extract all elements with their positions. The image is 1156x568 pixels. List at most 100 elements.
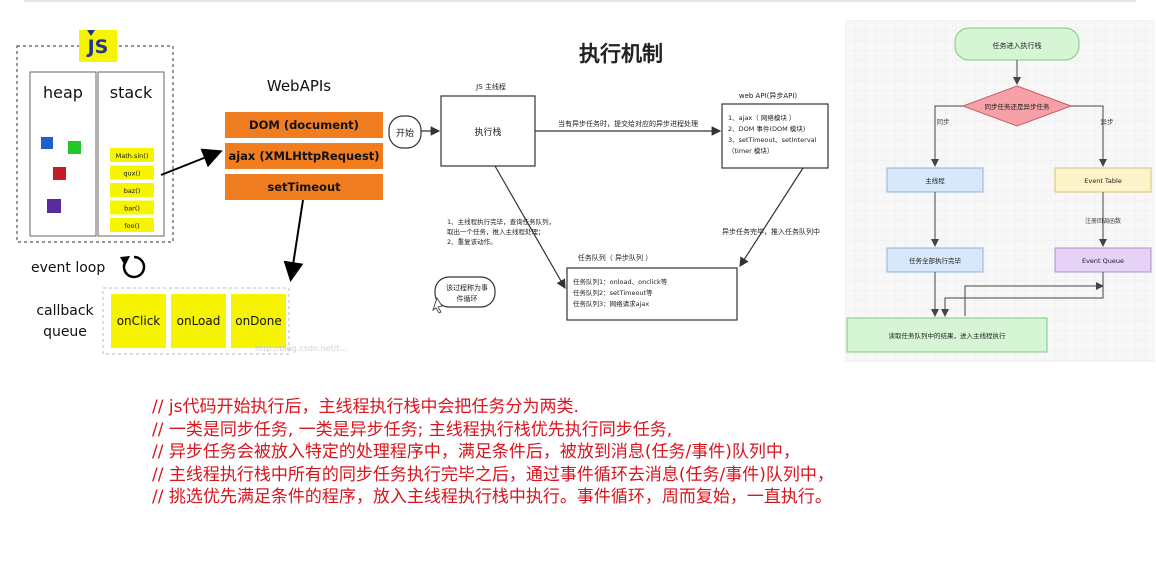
async-done-note: 异步任务完毕，推入任务队列中 xyxy=(722,227,820,236)
webapi-box xyxy=(225,174,383,200)
callback-label: onClick xyxy=(117,314,161,328)
flow-sync-label: 同步 xyxy=(937,118,951,126)
queue-item: 任务队列2：setTimeout等 xyxy=(573,288,653,297)
flow-main-thread-label: 主线程 xyxy=(925,176,945,185)
heap-object-green xyxy=(68,141,81,154)
start-label: 开始 xyxy=(396,127,414,139)
flow-all-done-label: 任务全部执行完毕 xyxy=(909,256,962,265)
execution-mechanism-diagram: 执行机制 开始 JS 主线程 执行栈 当有异步任务时，提交给对应的异步进程处理 … xyxy=(385,20,845,362)
main-done-line: 取出一个任务，推入主线程处理； xyxy=(447,227,545,236)
flow-read-label: 读取任务队列中的结果，进入主线程执行 xyxy=(889,331,1007,340)
callback-label: onDone xyxy=(235,314,282,328)
stack-frame-label: foo() xyxy=(124,222,139,230)
webapi-box xyxy=(225,143,383,169)
flow-event-table-label: Event Table xyxy=(1084,177,1122,185)
webapi-item: 2、DOM 事件(DOM 模块) xyxy=(728,124,805,133)
loop-bubble-line1: 该过程称为事 xyxy=(446,283,488,292)
task-queue-box xyxy=(566,267,738,321)
flow-decision-node xyxy=(961,85,1073,127)
webapi-item: （timer 模块） xyxy=(728,146,773,155)
exec-to-queue-arrow xyxy=(494,165,566,290)
stack-label: stack xyxy=(110,83,153,102)
webapi-label: setTimeout xyxy=(267,180,341,194)
js-badge-text: JS xyxy=(86,36,109,58)
stack-frame-label: bar() xyxy=(124,205,140,213)
flow-read-node xyxy=(846,317,1048,353)
stack-to-webapis-arrow xyxy=(160,148,223,176)
flow-sync-branch xyxy=(931,105,963,167)
stack-frame-label: baz() xyxy=(124,187,141,195)
webapi-label: DOM (document) xyxy=(249,118,359,132)
main-thread-label: JS 主线程 xyxy=(475,82,506,91)
flow-main-thread-node xyxy=(886,167,984,193)
js-runtime-diagram: JS heap stack Math.sin() qux() baz() bar() f… xyxy=(3,20,385,362)
webapi-box xyxy=(225,112,383,138)
heap-box xyxy=(29,71,97,237)
webapis-title: WebAPIs xyxy=(267,77,331,95)
webapi-label: ajax (XMLHttpRequest) xyxy=(228,149,379,163)
note-line-5: // 挑选优先满足条件的程序，放入主线程执行栈中执行。事件循环，周而复始，一直执… xyxy=(152,487,832,507)
main-done-line: 1、主线程执行完毕，查询任务队列， xyxy=(447,217,555,226)
callback-box xyxy=(171,294,226,348)
heap-label: heap xyxy=(43,83,83,102)
top-divider xyxy=(24,0,1136,2)
stack-frames: Math.sin() qux() baz() bar() foo() xyxy=(110,148,154,232)
js-runtime-svg: JS heap stack Math.sin() qux() baz() bar() f… xyxy=(16,30,383,355)
start-node xyxy=(388,115,422,149)
event-loop-label: event loop xyxy=(31,260,105,276)
webapi-boxes: DOM (document) ajax (XMLHttpRequest) setTi… xyxy=(225,112,383,200)
cursor-icon xyxy=(432,297,443,314)
flow-start-label: 任务进入执行栈 xyxy=(993,41,1042,50)
heap-object-red xyxy=(53,167,66,180)
webapi-to-queue-arrow xyxy=(739,167,804,268)
webapi-title: web API(异步API) xyxy=(739,92,798,100)
flow-loop-back xyxy=(964,282,1104,316)
event-loop-bubble xyxy=(434,276,496,308)
flowchart-svg: 任务进入执行栈 同步任务还是异步任务 同步 异步 主线程 Event Table… xyxy=(845,20,1155,362)
async-note: 当有异步任务时，提交给对应的异步进程处理 xyxy=(558,119,698,128)
js-logo-crown xyxy=(87,30,95,36)
main-done-line: 2、重复该动作。 xyxy=(447,237,497,246)
queue-item: 任务队列1：onload、onclick等 xyxy=(573,277,668,286)
stack-frame xyxy=(110,183,154,197)
callback-queue-frame xyxy=(102,287,290,355)
event-loop-flowchart: 任务进入执行栈 同步任务还是异步任务 同步 异步 主线程 Event Table… xyxy=(845,20,1155,362)
exec-stack-box xyxy=(440,95,536,167)
webapi-items: 1、ajax（ 网络模块 ） 2、DOM 事件(DOM 模块) 3、setTimeo… xyxy=(728,113,817,155)
execution-mechanism-svg: 执行机制 开始 JS 主线程 执行栈 当有异步任务时，提交给对应的异步进程处理 … xyxy=(388,42,829,321)
webapis-to-queue-arrow xyxy=(283,199,304,282)
webapi-box xyxy=(721,103,829,169)
heap-object-purple xyxy=(47,199,61,213)
note-line-2: // 一类是同步任务, 一类是异步任务; 主线程执行栈优先执行同步任务, xyxy=(152,419,673,440)
js-logo-icon xyxy=(79,30,117,62)
note-line-4: // 主线程执行栈中所有的同步任务执行完毕之后，通过事件循环去消息(任务/事件)… xyxy=(152,464,834,485)
stack-frame xyxy=(110,165,154,180)
queue-items: 任务队列1：onload、onclick等任务队列2：setTimeout等任务… xyxy=(573,277,668,308)
mechanism-title: 执行机制 xyxy=(579,42,663,66)
explanation-notes: // js代码开始执行后，主线程执行栈中会把任务分为两类. // 一类是同步任务… xyxy=(152,396,1112,509)
callback-label: callback xyxy=(36,303,94,319)
flow-event-queue-node xyxy=(1054,247,1152,273)
stack-frame-label: qux() xyxy=(123,170,140,178)
heap-object-blue xyxy=(41,137,53,149)
queue-title: 任务队列（ 异步队列 ） xyxy=(578,253,652,262)
callback-box xyxy=(231,294,286,348)
loop-bubble-line2: 件循环 xyxy=(457,294,478,303)
queue-label: queue xyxy=(43,324,87,340)
flow-register-label: 注册回调函数 xyxy=(1085,217,1121,225)
webapi-item: 1、ajax（ 网络模块 ） xyxy=(728,113,795,122)
event-loop-icon xyxy=(120,255,146,279)
flow-event-table-node xyxy=(1054,167,1152,193)
exec-stack-label: 执行栈 xyxy=(474,126,501,138)
flow-event-queue-label: Event Queue xyxy=(1082,257,1124,265)
queue-item: 任务队列3：网络请求ajax xyxy=(573,299,649,308)
flow-async-label: 异步 xyxy=(1101,118,1115,126)
note-line-1: // js代码开始执行后，主线程执行栈中会把任务分为两类. xyxy=(152,397,579,417)
stack-frame xyxy=(110,148,154,162)
callback-box xyxy=(111,294,166,348)
note-line-3: // 异步任务会被放入特定的处理程序中，满足条件后，被放到消息(任务/事件)队列… xyxy=(152,442,800,462)
stack-frame-label: Math.sin() xyxy=(116,152,149,160)
flow-async-branch xyxy=(1071,105,1107,167)
webapi-item: 3、setTimeout、setInterval xyxy=(728,136,817,144)
